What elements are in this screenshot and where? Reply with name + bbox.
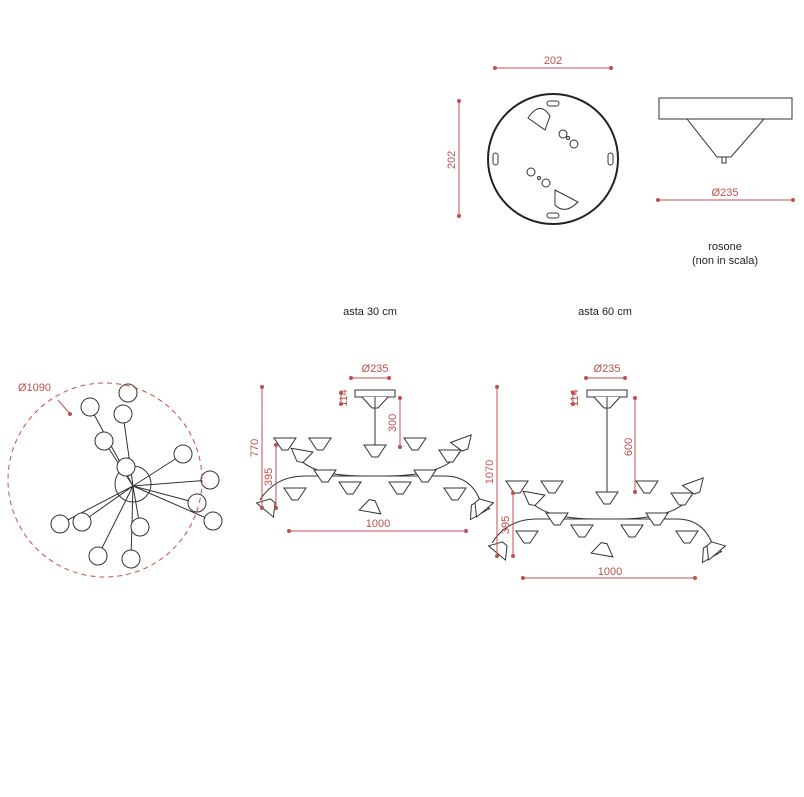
rosone-side-view: Ø235 rosone (non in scala): [656, 97, 795, 267]
lamp-shade: [635, 480, 659, 494]
lamp-shade: [363, 444, 387, 458]
asta60-total-height-label: 1070: [484, 460, 496, 484]
lamp-shade: [540, 480, 564, 494]
asta30-canopy-height-label: 114: [338, 389, 350, 407]
lamp-shade: [681, 477, 704, 495]
asta60-body-height-label: 395: [500, 516, 512, 534]
lamp-shade: [620, 524, 644, 538]
lamp-shade: [413, 469, 437, 483]
lamp-globe: [121, 549, 141, 569]
lamp-arm: [132, 485, 214, 522]
chandelier-top-view: Ø1090: [7, 382, 223, 578]
asta30-elevation: Ø235 114 300 770 395 1000: [249, 363, 495, 533]
lamp-shade: [515, 530, 539, 544]
lamp-shade: [474, 498, 495, 519]
lamp-globe: [113, 404, 133, 424]
lamp-globe: [116, 457, 136, 477]
arm-frame: [491, 518, 713, 544]
arm-frame: [259, 475, 481, 501]
canopy: [586, 389, 628, 398]
lamp-shade: [675, 530, 699, 544]
lamp-shade: [290, 447, 314, 464]
lamp-shade: [438, 449, 462, 463]
lamp-shade: [308, 437, 332, 451]
lamp-shade: [570, 524, 594, 538]
lamp-shade: [338, 481, 362, 495]
asta60-title: asta 60 cm: [578, 306, 632, 318]
lamp-shade: [273, 437, 297, 451]
asta30-canopy-label: Ø235: [362, 363, 389, 375]
lamp-shade: [670, 492, 694, 506]
lamp-shade: [443, 487, 467, 501]
lamp-shade: [645, 512, 669, 526]
asta60-width-label: 1000: [598, 566, 622, 578]
lamp-shade: [388, 481, 412, 495]
lamp-globe: [94, 431, 114, 451]
asta60-canopy-height-label: 114: [569, 389, 581, 407]
asta30-body-height-label: 395: [263, 468, 275, 486]
lamp-shade: [505, 480, 529, 494]
lamp-arm: [132, 479, 211, 487]
lamp-arm: [81, 485, 134, 523]
rosone-diameter-label: Ø235: [712, 187, 739, 199]
rosone-caption: rosone: [708, 241, 742, 253]
canopy: [354, 389, 396, 398]
lamp-globe: [200, 470, 220, 490]
lamp-shade: [545, 512, 569, 526]
asta60-canopy-label: Ø235: [594, 363, 621, 375]
lamp-globe: [187, 493, 207, 513]
rosone-top-view: 202 202: [446, 55, 619, 225]
lamp-globe: [72, 512, 92, 532]
rosone-width-label: 202: [544, 55, 562, 67]
lamp-arm: [132, 453, 184, 487]
top-view-diameter-label: Ø1090: [18, 382, 51, 394]
lamp-shade: [595, 491, 619, 505]
lamp-shade: [358, 499, 382, 515]
lamp-shade: [590, 542, 614, 558]
lamp-globe: [130, 517, 150, 537]
lamp-globe: [88, 546, 108, 566]
lamp-shade: [403, 437, 427, 451]
asta30-stem-label: 300: [387, 414, 399, 432]
lamp-globe: [118, 383, 138, 403]
rosone-height-label: 202: [446, 151, 458, 169]
asta30-width-label: 1000: [366, 518, 390, 530]
asta30-title: asta 30 cm: [343, 306, 397, 318]
lamp-arm: [97, 485, 134, 557]
asta60-elevation: Ø235 114 600 1070 395 1000: [484, 363, 727, 580]
lamp-shade: [487, 541, 508, 562]
lamp-globe: [80, 397, 100, 417]
lamp-globe: [50, 514, 70, 534]
lamp-shade: [706, 541, 727, 562]
lamp-shade: [283, 487, 307, 501]
rosone-caption-note: (non in scala): [692, 255, 758, 267]
lamp-shade: [255, 498, 276, 519]
asta30-total-height-label: 770: [249, 439, 261, 457]
lamp-globe: [203, 511, 223, 531]
lamp-shade: [313, 469, 337, 483]
lamp-arm: [59, 485, 134, 525]
lamp-shade: [522, 490, 546, 507]
lamp-shade: [449, 434, 472, 452]
lamp-globe: [173, 444, 193, 464]
asta60-stem-label: 600: [623, 438, 635, 456]
lamp-arm: [132, 485, 198, 504]
